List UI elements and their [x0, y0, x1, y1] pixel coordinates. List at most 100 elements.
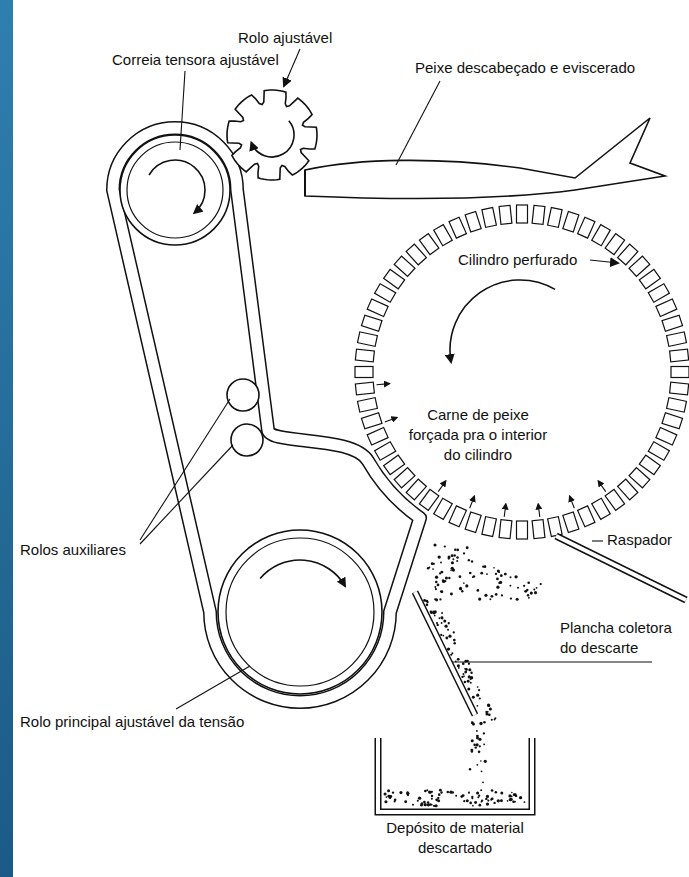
- perforation-cell: [394, 256, 415, 276]
- waste-particle: [468, 559, 470, 561]
- waste-particle: [509, 585, 511, 587]
- waste-particle: [528, 597, 530, 599]
- waste-particle: [439, 789, 442, 792]
- waste-particle: [480, 789, 482, 791]
- part-label: Peixe descabeçado e eviscerado: [415, 58, 635, 78]
- perforation-cell: [465, 211, 481, 232]
- waste-particle: [468, 668, 471, 671]
- waste-particle: [458, 667, 460, 669]
- part-label: Rolo principal ajustável da tensão: [20, 712, 244, 732]
- waste-particle: [469, 572, 472, 575]
- waste-particle: [463, 582, 465, 584]
- waste-particle: [511, 792, 513, 794]
- waste-particle: [497, 569, 500, 572]
- waste-particle: [479, 722, 482, 725]
- waste-particle: [441, 618, 443, 620]
- perforation-cell: [592, 225, 611, 246]
- waste-particle: [447, 629, 449, 631]
- waste-particle: [431, 798, 433, 800]
- waste-particle: [491, 789, 494, 792]
- leader-line: [140, 445, 233, 544]
- waste-particle: [478, 738, 481, 741]
- waste-particle: [456, 549, 459, 552]
- waste-particle: [476, 730, 478, 732]
- waste-particle: [434, 586, 436, 588]
- waste-particle: [427, 567, 430, 570]
- waste-particle: [389, 796, 392, 799]
- waste-particle: [479, 745, 481, 747]
- waste-particle: [459, 587, 462, 590]
- waste-particle: [487, 711, 489, 713]
- waste-particle: [466, 799, 469, 802]
- waste-particle: [437, 797, 439, 799]
- flow-arrow: [538, 504, 540, 517]
- perforation-cell: [548, 208, 563, 228]
- waste-particle: [440, 634, 442, 636]
- waste-particle: [440, 616, 443, 619]
- waste-particle: [476, 764, 478, 766]
- waste-particle: [472, 723, 475, 726]
- flow-arrow: [470, 496, 475, 508]
- waste-particle: [489, 598, 491, 600]
- waste-particle: [476, 694, 479, 697]
- perforation-cell: [578, 217, 595, 238]
- waste-particle: [483, 743, 485, 745]
- waste-particle: [493, 802, 495, 804]
- waste-particle: [448, 635, 451, 638]
- perforation-cell: [517, 521, 528, 539]
- perforation-cell: [517, 205, 528, 223]
- waste-particle: [487, 703, 490, 706]
- waste-particle: [433, 543, 436, 546]
- waste-particle: [438, 555, 441, 558]
- perforation-cell: [618, 479, 638, 500]
- flow-arrow: [504, 504, 506, 517]
- waste-particle: [510, 798, 513, 801]
- waste-particle: [392, 791, 394, 793]
- waste-particle: [436, 622, 438, 624]
- waste-particle: [486, 573, 488, 575]
- flow-arrow: [598, 481, 605, 492]
- white-panel: [13, 0, 689, 877]
- waste-particle: [442, 579, 444, 581]
- waste-particle: [484, 594, 487, 597]
- waste-particle: [510, 597, 512, 599]
- perforation-cell: [355, 349, 374, 362]
- perforation-cell: [394, 468, 415, 488]
- perforation-cell: [367, 428, 388, 445]
- waste-particle: [465, 584, 468, 587]
- waste-particle: [404, 800, 407, 803]
- waste-particle: [478, 689, 480, 691]
- perforation-cell: [482, 208, 497, 228]
- rotation-arrow: [149, 160, 205, 213]
- waste-particle: [480, 572, 483, 575]
- waste-particle: [472, 805, 474, 807]
- perforation-cell: [499, 205, 512, 224]
- waste-particle: [517, 587, 519, 589]
- perforation-cell: [367, 299, 388, 316]
- waste-particle: [450, 593, 453, 596]
- flow-arrow: [385, 417, 397, 421]
- perforation-cell: [639, 455, 660, 474]
- leader-line: [452, 661, 652, 662]
- waste-particle: [435, 588, 437, 590]
- waste-particle: [480, 760, 482, 762]
- waste-particle: [489, 707, 492, 710]
- waste-particle: [451, 561, 454, 564]
- waste-particle: [456, 556, 459, 559]
- perforation-cell: [361, 413, 382, 429]
- waste-particle: [432, 568, 434, 570]
- waste-particle: [527, 594, 529, 596]
- waste-particle: [463, 552, 465, 554]
- waste-particle: [496, 578, 499, 581]
- waste-particle: [431, 795, 433, 797]
- part-label: Rolo ajustável: [238, 28, 332, 48]
- waste-particle: [498, 582, 500, 584]
- waste-particle: [481, 801, 483, 803]
- waste-particle: [412, 804, 414, 806]
- waste-particle: [495, 593, 498, 596]
- perforation-cell: [449, 506, 466, 527]
- waste-particle: [464, 681, 467, 684]
- waste-particle: [487, 800, 489, 802]
